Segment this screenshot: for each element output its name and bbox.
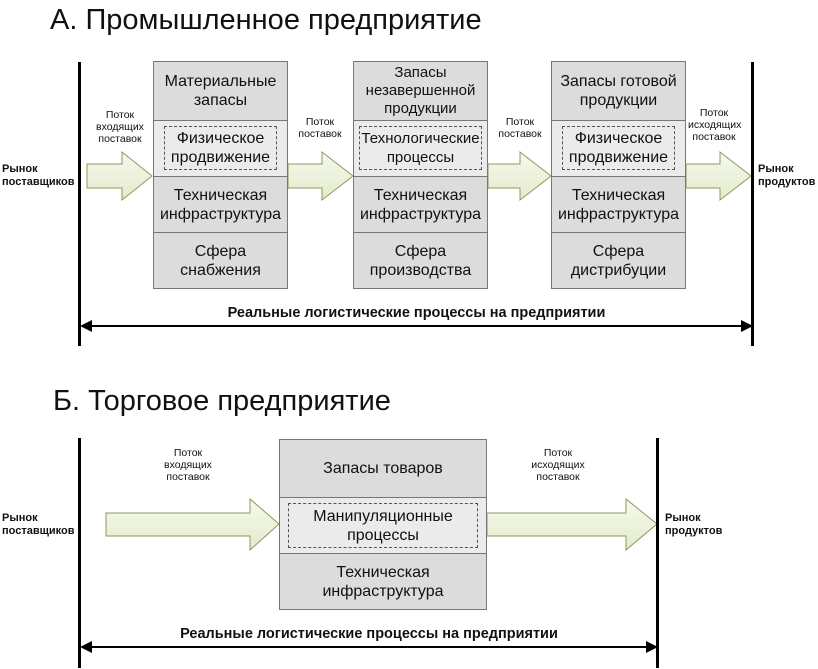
span-arrowhead-left-b	[80, 641, 92, 653]
block-distribution-sphere: Сфера дистрибуции	[552, 232, 685, 289]
flow-in-label-a: Поток входящих поставок	[96, 109, 144, 145]
flow-arrow-in-b	[105, 497, 280, 552]
flow-arrow-out-b	[486, 497, 658, 552]
block-distribution-physical-movement: Физическое продвижение	[562, 126, 675, 170]
flow-mid2-label-a: Поток поставок	[498, 116, 542, 140]
block-trade: Запасы товаров Манипуляционные процессы …	[279, 439, 487, 610]
block-production-sphere: Сфера производства	[354, 232, 487, 289]
block-production-stock: Запасы незавершенной продукции	[365, 64, 476, 117]
boundary-left-a	[78, 62, 81, 346]
block-distribution-infrastructure: Техническая инфраструктура	[552, 176, 685, 232]
flow-mid1-label-a: Поток поставок	[298, 116, 342, 140]
market-products-b: Рынок продуктов	[665, 512, 723, 537]
block-distribution: Запасы готовой продукции Физическое прод…	[551, 61, 686, 289]
boundary-right-b	[656, 438, 659, 668]
boundary-right-a	[751, 62, 754, 346]
span-arrowhead-right-b	[646, 641, 658, 653]
block-production-mid-area	[354, 120, 487, 176]
block-supply-physical-movement: Физическое продвижение	[164, 126, 277, 170]
market-suppliers-b: Рынок поставщиков	[2, 512, 75, 537]
flow-out-label-b: Поток исходящих поставок	[531, 447, 585, 483]
flow-arrow-mid1-a	[287, 150, 354, 202]
flow-arrow-mid2-a	[487, 150, 552, 202]
span-arrowhead-right-a	[741, 320, 753, 332]
block-trade-stock: Запасы товаров	[323, 460, 443, 477]
block-distribution-stock: Запасы готовой продукции	[560, 73, 677, 109]
block-distribution-mid-area	[552, 120, 685, 176]
section-a-title: А. Промышленное предприятие	[50, 4, 482, 36]
flow-in-label-b: Поток входящих поставок	[164, 447, 212, 483]
flow-arrow-in-a	[86, 150, 153, 202]
block-supply: Материальные запасы Физическое продвижен…	[153, 61, 288, 289]
block-production-infrastructure: Техническая инфраструктура	[354, 176, 487, 232]
flow-arrow-out-a	[685, 150, 752, 202]
market-products-a: Рынок продуктов	[758, 163, 816, 188]
block-supply-stock: Материальные запасы	[164, 73, 277, 109]
span-label-a: Реальные логистические процессы на предп…	[227, 305, 606, 321]
block-trade-infrastructure: Техническая инфраструктура	[280, 553, 486, 610]
block-supply-mid-area	[154, 120, 287, 176]
block-production: Запасы незавершенной продукции Технологи…	[353, 61, 488, 289]
block-trade-handling-processes: Манипуляционные процессы	[288, 503, 478, 548]
block-trade-mid-area	[280, 497, 486, 553]
block-supply-infrastructure: Техническая инфраструктура	[154, 176, 287, 232]
section-b-title: Б. Торговое предприятие	[53, 385, 391, 417]
span-arrowhead-left-a	[80, 320, 92, 332]
span-label-b: Реальные логистические процессы на предп…	[180, 626, 558, 642]
block-production-tech-processes: Технологические процессы	[359, 126, 482, 170]
market-suppliers-a: Рынок поставщиков	[2, 163, 75, 188]
block-supply-sphere: Сфера снабжения	[154, 232, 287, 289]
boundary-left-b	[78, 438, 81, 668]
flow-out-label-a: Поток исходящих поставок	[688, 107, 742, 143]
